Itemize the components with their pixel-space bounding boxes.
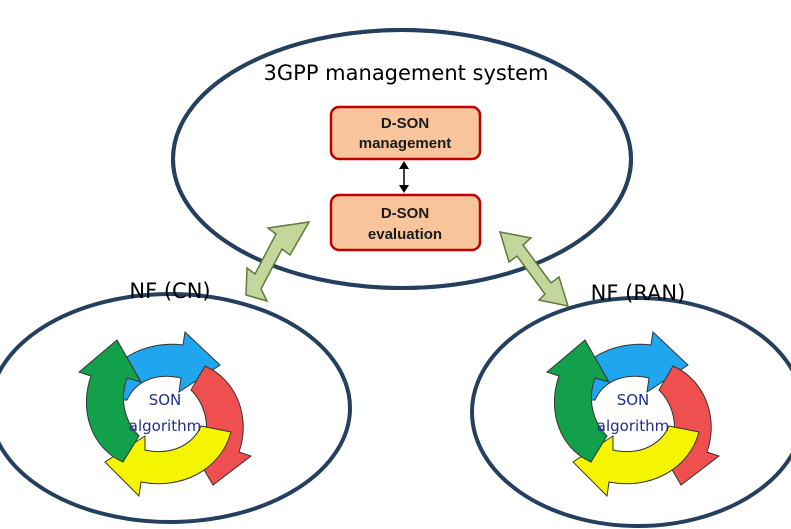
son-label-ran-1: SON bbox=[617, 391, 650, 409]
link-arrow-cn bbox=[245, 221, 311, 303]
dson-evaluation-box bbox=[329, 193, 482, 252]
management-evaluation-arrow bbox=[399, 161, 409, 193]
nf-ran-title: NF (RAN) bbox=[591, 281, 686, 305]
nf-cn-title: NF (CN) bbox=[129, 279, 210, 303]
son-label-cn-1: SON bbox=[149, 391, 182, 409]
son-label-cn-2: algorithm bbox=[129, 417, 201, 435]
nf-ran-ellipse bbox=[470, 296, 791, 528]
son-label-ran-2: algorithm bbox=[597, 417, 669, 435]
dson-management-label-2: management bbox=[359, 135, 452, 152]
dson-evaluation-label-2: evaluation bbox=[368, 226, 442, 243]
dson-management-box bbox=[329, 105, 482, 161]
management-system-title: 3GPP management system bbox=[264, 61, 549, 85]
dson-evaluation-label-1: D-SON bbox=[381, 205, 429, 222]
link-arrow-ran bbox=[498, 231, 570, 307]
nf-cn-ellipse bbox=[0, 292, 352, 524]
dson-management-label-1: D-SON bbox=[381, 115, 429, 132]
